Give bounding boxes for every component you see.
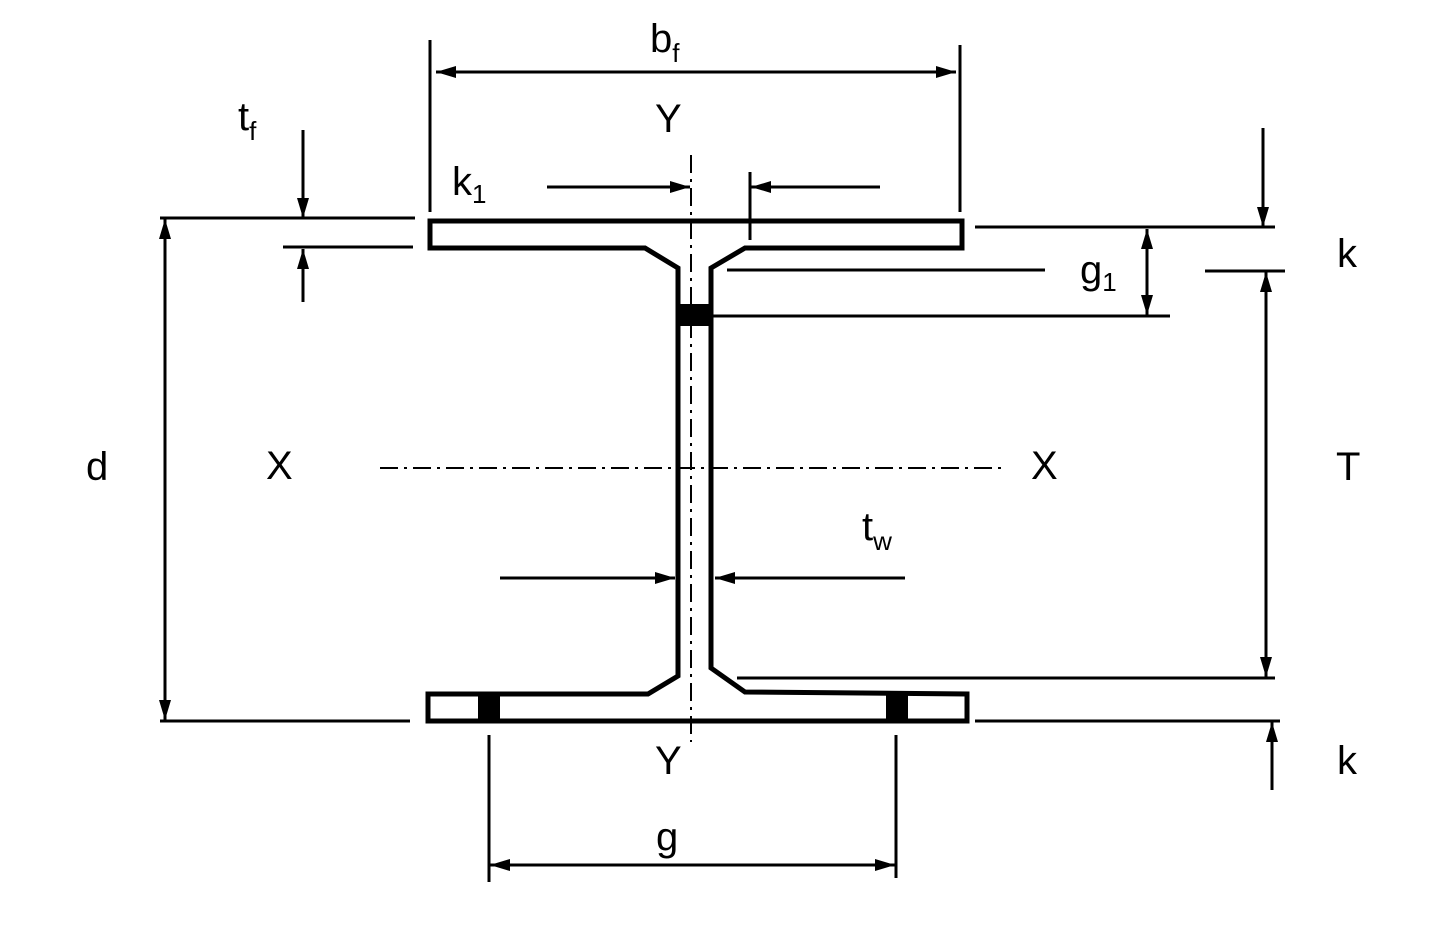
label-k-bottom: k [1337,739,1358,783]
k-T-dimensions [737,128,1285,790]
label-x-right: X [1031,444,1058,488]
tf-dimension [160,130,415,302]
label-k-top: k [1337,232,1358,276]
label-d: d [86,445,108,489]
web-bolt-mark [678,304,711,326]
flange-bolt-mark-left [478,694,500,721]
label-y-top: Y [655,97,682,141]
label-tf: tf [238,95,257,146]
label-k1: k1 [452,160,486,209]
label-y-bottom: Y [655,739,682,783]
label-tw: tw [862,505,892,556]
label-T: T [1336,445,1360,489]
d-dimension [159,219,410,723]
label-x-left: X [266,444,293,488]
label-g: g [656,815,678,859]
flange-bolt-mark-right [886,694,908,721]
bf-dimension [428,40,962,212]
beam-profile [425,218,970,724]
g-dimension [487,735,898,882]
label-g1: g1 [1080,248,1117,297]
k1-dimension [547,172,880,240]
g1-dimension [711,229,1170,318]
label-bf: bf [650,17,680,68]
top-flange-outline [425,218,970,724]
